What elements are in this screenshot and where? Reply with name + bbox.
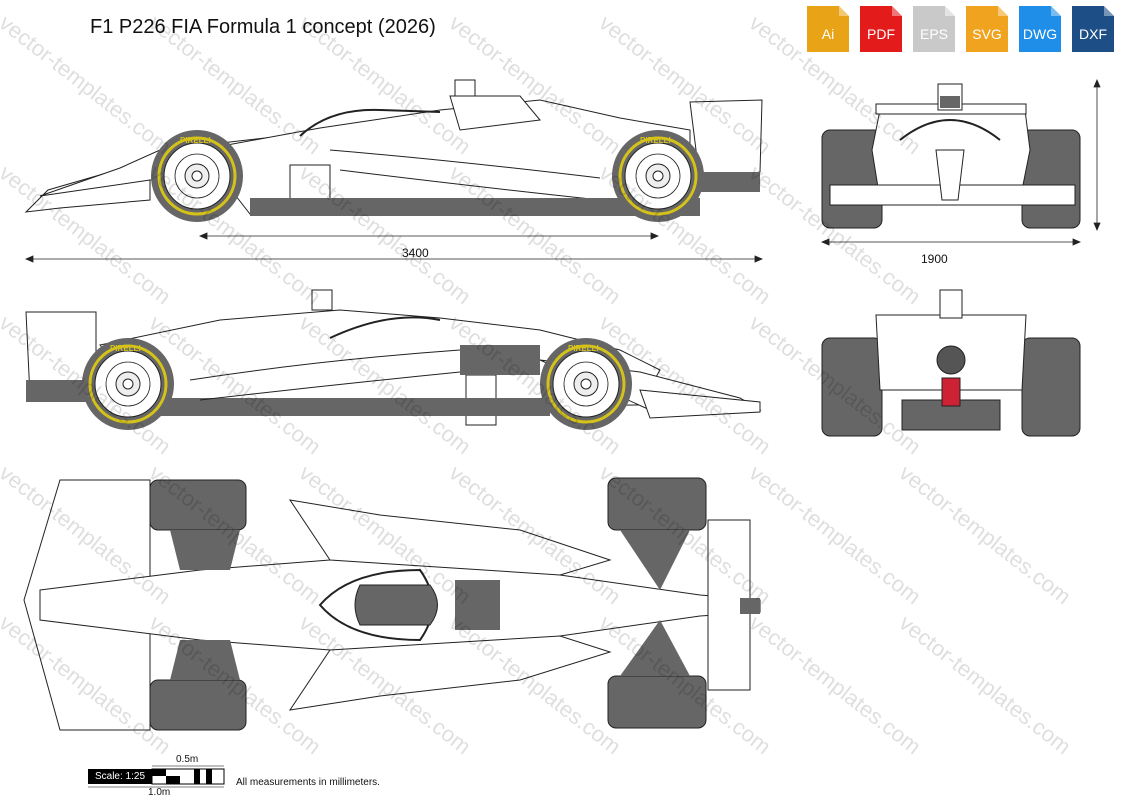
scale-bar: [88, 765, 225, 788]
format-eps-button[interactable]: EPS: [911, 4, 957, 54]
format-svg-button[interactable]: SVG: [964, 4, 1010, 54]
format-label: DWG: [1022, 26, 1058, 42]
floor: [250, 198, 700, 216]
format-label: SVG: [972, 26, 1002, 42]
front-right-tire: [607, 675, 707, 729]
side-view-right: [25, 289, 762, 426]
sidepod-line: [199, 371, 461, 401]
halo: [299, 108, 441, 137]
sidepod-upper: [288, 499, 612, 576]
front-left-tire: [607, 477, 707, 531]
format-label: EPS: [919, 26, 948, 42]
halo: [329, 316, 441, 339]
file-icon: [1072, 6, 1114, 52]
length-dimension: 3400: [402, 246, 429, 260]
front-wing: [639, 389, 761, 419]
scale-half-label: 0.5m: [176, 754, 199, 765]
engine-block: [455, 580, 500, 630]
file-icon: [1019, 6, 1061, 52]
airbox: [939, 289, 963, 319]
rear-suspension: [170, 530, 240, 680]
top-view: [23, 477, 761, 731]
format-dwg-button[interactable]: DWG: [1017, 4, 1063, 54]
rear-right-tire: [149, 679, 247, 731]
tire-brand-label: PIRELLI: [110, 344, 141, 353]
page-title: F1 P226 FIA Formula 1 concept (2026): [90, 16, 436, 38]
tire-brand-label: PIRELLI: [568, 344, 599, 353]
cockpit: [354, 584, 438, 626]
scale-full-label: 1.0m: [148, 787, 171, 798]
format-pdf-button[interactable]: PDF: [858, 4, 904, 54]
sidepod-line: [339, 169, 601, 201]
diffuser: [700, 172, 760, 192]
gearbox: [936, 345, 966, 375]
nose-tip: [740, 598, 760, 614]
airbox: [311, 289, 333, 311]
sidepod-line: [329, 149, 601, 179]
engine-cover: [449, 95, 541, 131]
format-label: DXF: [1079, 26, 1107, 42]
sidepod-lower: [288, 635, 612, 711]
format-label: Ai: [821, 26, 835, 42]
tire-brand-label: PIRELLI: [640, 136, 671, 145]
side-block: [460, 345, 540, 375]
right-tire: [1021, 337, 1081, 437]
floor: [160, 398, 550, 416]
right-tire: [1021, 129, 1081, 229]
file-icon: [966, 6, 1008, 52]
dimension-lines: [24, 78, 1101, 263]
halo: [899, 119, 1001, 141]
format-label: PDF: [867, 26, 895, 42]
format-ai-button[interactable]: Ai: [805, 4, 851, 54]
front-view: [821, 83, 1081, 229]
rear-view: [821, 289, 1081, 437]
front-suspension: [620, 530, 690, 676]
file-icon: [913, 6, 955, 52]
rear-left-tire: [149, 479, 247, 531]
intake: [940, 96, 960, 108]
scale-label: Scale: 1:25: [88, 769, 152, 784]
measurement-note: All measurements in millimeters.: [236, 777, 380, 788]
left-tire: [821, 337, 883, 437]
sidepod-line: [189, 349, 461, 381]
tire-brand-label: PIRELLI: [180, 136, 211, 145]
format-buttons: Ai PDF EPS SVG DWG DXF: [805, 4, 1116, 54]
format-dxf-button[interactable]: DXF: [1070, 4, 1116, 54]
file-icon: [860, 6, 902, 52]
width-dimension: 1900: [921, 252, 948, 266]
file-icon: [807, 6, 849, 52]
nose: [935, 149, 965, 201]
rear-light: [941, 377, 961, 407]
